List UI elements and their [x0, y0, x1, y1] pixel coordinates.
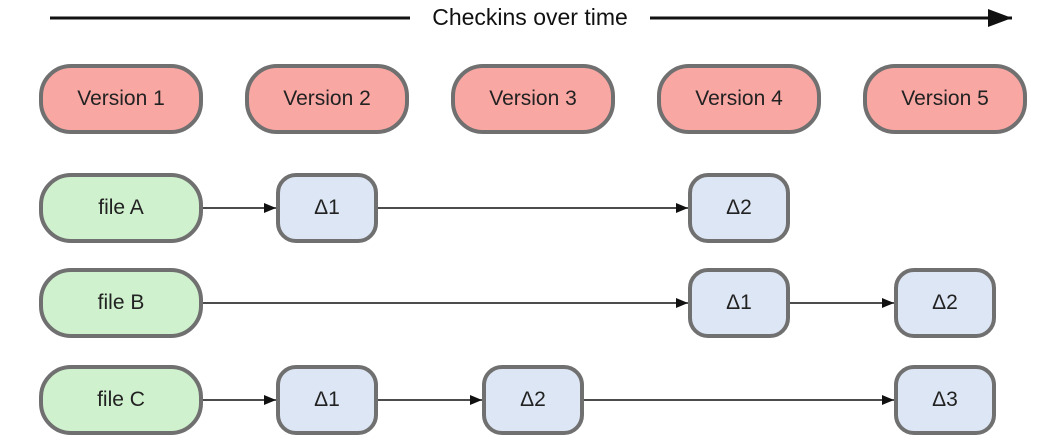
file-a-delta-1-box: Δ1: [276, 173, 378, 243]
file-b-delta-2-box: Δ2: [894, 268, 996, 338]
version-1-box: Version 1: [39, 64, 203, 134]
file-b-delta-1-box: Δ1: [688, 268, 790, 338]
file-c-delta-2-box: Δ2: [482, 365, 584, 435]
file-c-delta-1-box: Δ1: [276, 365, 378, 435]
file-c-delta-3-box: Δ3: [894, 365, 996, 435]
version-2-box: Version 2: [245, 64, 409, 134]
version-5-box: Version 5: [863, 64, 1027, 134]
file-a-delta-2-box: Δ2: [688, 173, 790, 243]
timeline-title: Checkins over time: [410, 2, 650, 32]
file-a-box: file A: [39, 173, 203, 243]
version-3-box: Version 3: [451, 64, 615, 134]
version-4-box: Version 4: [657, 64, 821, 134]
file-b-box: file B: [39, 268, 203, 338]
file-c-box: file C: [39, 365, 203, 435]
